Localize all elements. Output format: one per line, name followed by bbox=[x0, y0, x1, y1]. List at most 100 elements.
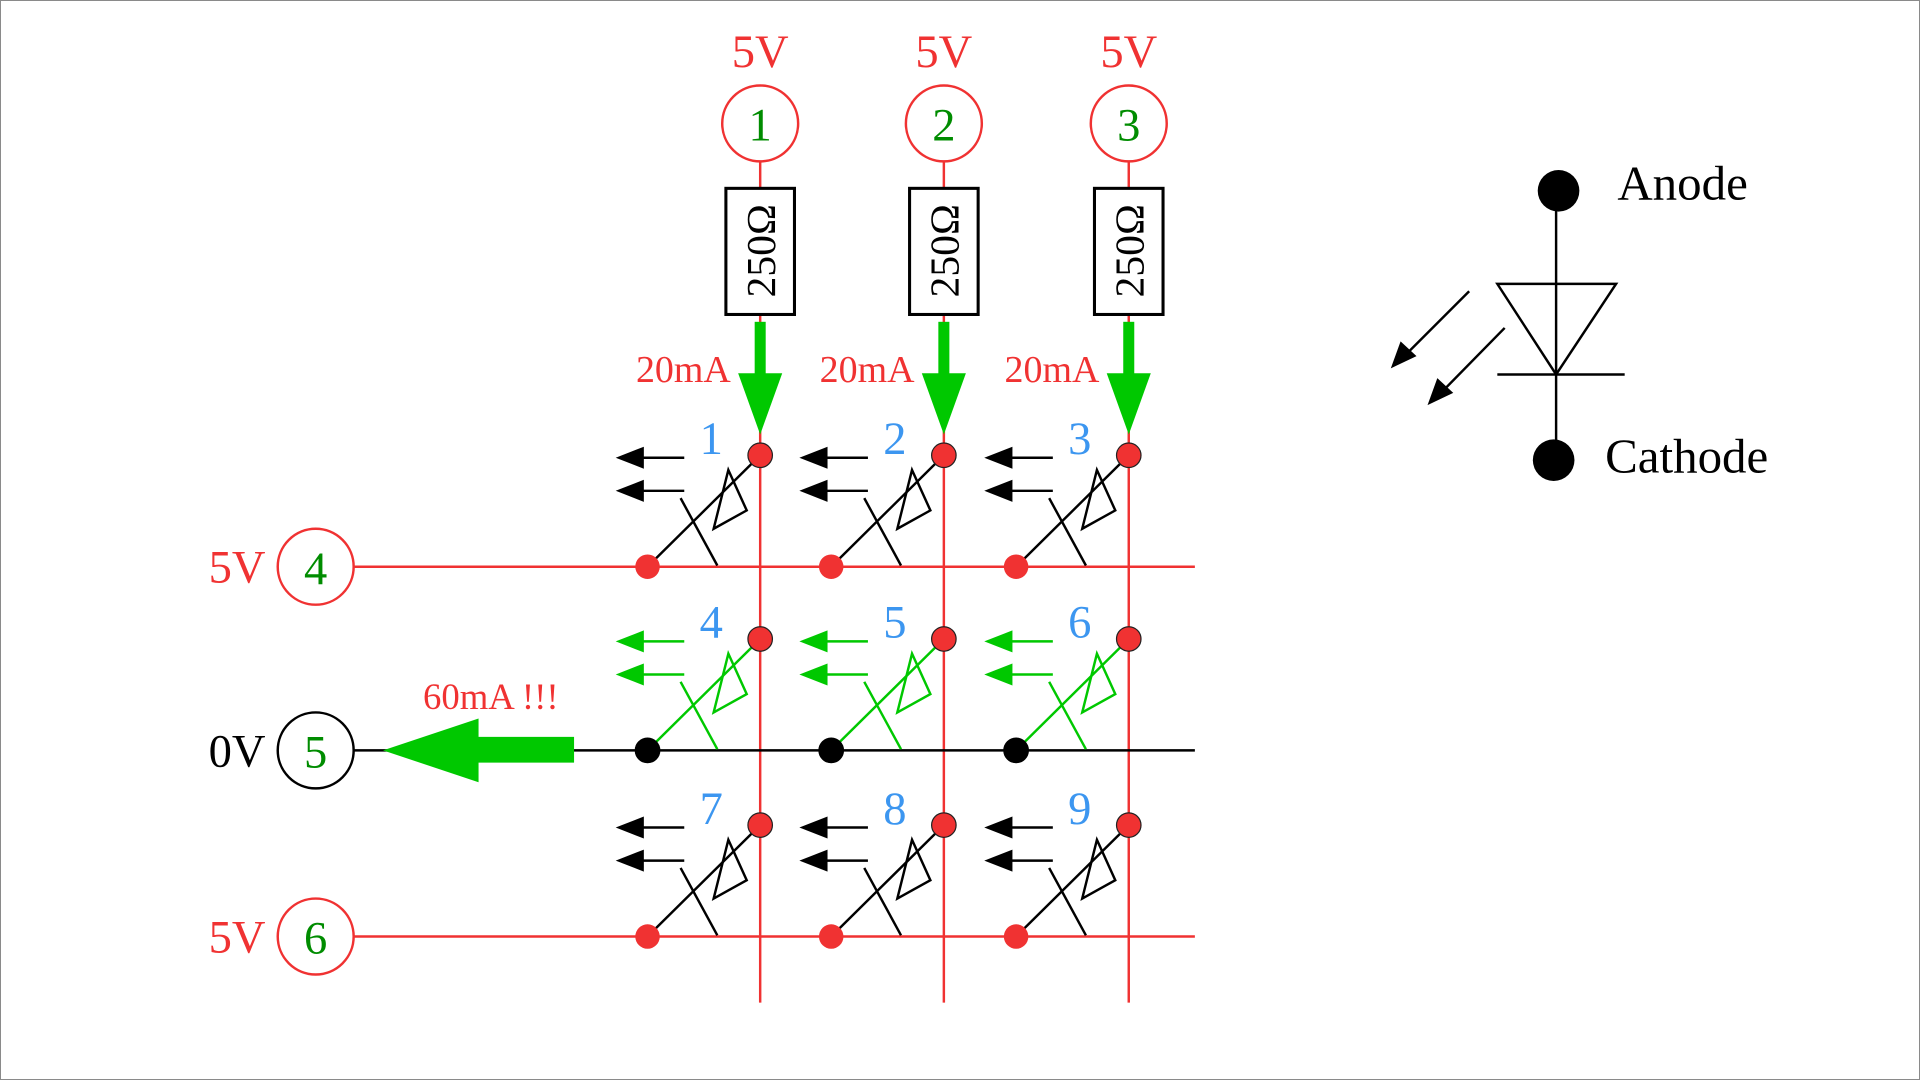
led-symbol-legend bbox=[1390, 169, 1625, 481]
cathode-node bbox=[1003, 737, 1029, 764]
led-number-label: 4 bbox=[700, 598, 723, 649]
led-triangle bbox=[1080, 836, 1117, 901]
led-number-label: 5 bbox=[883, 598, 906, 649]
anode-node bbox=[747, 442, 774, 469]
led-2 bbox=[799, 442, 957, 579]
light-arrow-head bbox=[799, 479, 828, 502]
current-arrow-shaft bbox=[754, 321, 766, 376]
light-arrow-head bbox=[984, 446, 1013, 469]
sink-current-arrow bbox=[383, 718, 575, 783]
cathode-node bbox=[818, 737, 845, 764]
legend-light-arrow-shaft bbox=[1438, 327, 1506, 395]
anode-node bbox=[1115, 812, 1142, 838]
led-6 bbox=[984, 626, 1142, 764]
current-arrow-head bbox=[921, 373, 966, 435]
column-current-label: 20mA bbox=[1005, 349, 1100, 391]
anode-node bbox=[747, 812, 774, 838]
current-arrow-shaft bbox=[938, 321, 950, 376]
resistor-value-label: 250Ω bbox=[739, 204, 785, 297]
row-pin-circle bbox=[276, 711, 355, 790]
led-lead bbox=[1015, 638, 1130, 752]
cathode-node bbox=[1003, 924, 1029, 949]
anode-node bbox=[1115, 626, 1142, 652]
anode-node bbox=[931, 626, 957, 652]
light-arrow-head bbox=[615, 816, 644, 839]
led-lead bbox=[1015, 454, 1130, 568]
led-triangle bbox=[1080, 466, 1117, 532]
labels-layer: 5V1250Ω20mA5V2250Ω20mA5V3250Ω20mA45V50V6… bbox=[209, 27, 1769, 965]
legend-light-arrow-shaft bbox=[1402, 290, 1471, 359]
cathode-node bbox=[635, 554, 660, 579]
led-8 bbox=[799, 812, 957, 949]
current-arrow-head bbox=[1106, 373, 1151, 435]
row-voltage-label: 5V bbox=[209, 912, 266, 963]
column-current-label: 20mA bbox=[636, 349, 731, 391]
led-cathode-bar bbox=[679, 867, 719, 936]
led-cathode-bar bbox=[863, 497, 903, 567]
cathode-node bbox=[634, 737, 661, 764]
light-arrow-head bbox=[799, 446, 828, 469]
legend-light-arrow-head bbox=[1427, 378, 1454, 406]
current-arrow-head bbox=[738, 373, 783, 435]
light-arrow-head bbox=[799, 849, 828, 872]
anode-node bbox=[931, 442, 957, 469]
led-number-label: 9 bbox=[1068, 784, 1091, 835]
resistor bbox=[908, 186, 980, 316]
light-arrow-head bbox=[984, 663, 1013, 686]
sink-current-label: 60mA !!! bbox=[423, 676, 559, 717]
column-pin-circle bbox=[1089, 84, 1168, 163]
light-arrow-head bbox=[615, 479, 644, 502]
light-arrow-head bbox=[615, 446, 644, 469]
column-voltage-label: 5V bbox=[915, 27, 972, 78]
led-lead bbox=[646, 824, 762, 938]
row-pin-circle bbox=[276, 527, 355, 606]
led-triangle bbox=[711, 836, 749, 901]
row-voltage-label: 5V bbox=[209, 543, 266, 594]
light-arrow-head bbox=[799, 663, 828, 686]
light-arrow-head bbox=[984, 630, 1013, 653]
led-lead bbox=[830, 454, 945, 568]
led-lead bbox=[1015, 824, 1130, 938]
column-pin-number: 3 bbox=[1117, 101, 1140, 152]
row-pin-number: 5 bbox=[304, 728, 327, 779]
led-number-label: 1 bbox=[700, 414, 723, 465]
led-triangle bbox=[711, 466, 749, 532]
light-arrow-head bbox=[615, 630, 644, 653]
led-cathode-bar bbox=[1048, 497, 1087, 567]
cathode-node bbox=[635, 924, 660, 949]
led-cathode-bar bbox=[863, 867, 903, 936]
row-pin-number: 6 bbox=[304, 914, 327, 965]
led-cathode-bar bbox=[679, 497, 719, 567]
led-lead bbox=[646, 638, 762, 752]
column-pin-number: 2 bbox=[932, 101, 955, 152]
led-4 bbox=[615, 626, 774, 764]
row-voltage-label: 0V bbox=[209, 726, 266, 777]
row-pin-number: 4 bbox=[304, 544, 327, 595]
column-voltage-label: 5V bbox=[1100, 27, 1157, 78]
led-number-label: 6 bbox=[1068, 598, 1091, 649]
resistor bbox=[724, 186, 797, 316]
led-triangle bbox=[1080, 649, 1117, 715]
led-cathode-bar bbox=[1048, 681, 1087, 750]
led-lead bbox=[646, 454, 762, 568]
anode-node bbox=[931, 812, 957, 838]
light-arrow-head bbox=[799, 630, 828, 653]
light-arrow-head bbox=[615, 663, 644, 686]
legend-anode-label: Anode bbox=[1617, 155, 1748, 210]
led-cathode-bar bbox=[679, 681, 719, 750]
column-pin-circle bbox=[721, 84, 800, 163]
legend-diode-triangle bbox=[1495, 282, 1619, 377]
light-arrow-head bbox=[799, 816, 828, 839]
led-5 bbox=[799, 626, 957, 764]
light-arrow-head bbox=[984, 479, 1013, 502]
led-triangle bbox=[711, 649, 749, 715]
light-arrow-head bbox=[615, 849, 644, 872]
led-triangle bbox=[895, 649, 932, 715]
cathode-node bbox=[1003, 554, 1029, 579]
anode-node bbox=[1115, 442, 1142, 469]
led-number-label: 7 bbox=[700, 784, 723, 835]
led-3 bbox=[984, 442, 1142, 579]
resistor bbox=[1092, 186, 1165, 316]
